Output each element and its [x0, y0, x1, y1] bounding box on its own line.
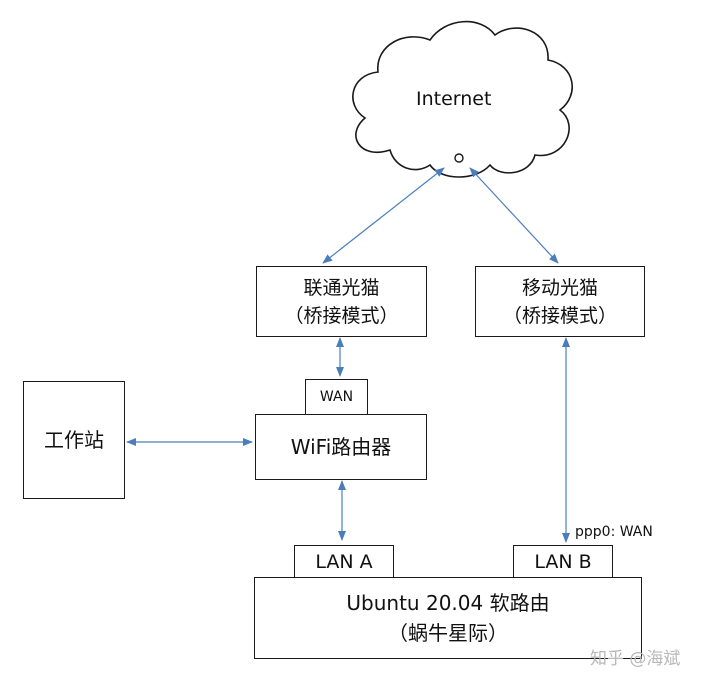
- watermark: 知乎 @海斌: [590, 649, 681, 669]
- lan-a-label: LAN A: [315, 550, 373, 573]
- internet-label: Internet: [416, 88, 492, 110]
- mobile-modem-name: 移动光猫: [521, 276, 598, 299]
- router-wan-port-label: WAN: [319, 389, 354, 405]
- unicom-modem-box: 联通光猫 （桥接模式）: [256, 266, 427, 337]
- arrow-cloud-to-mobile: [469, 167, 559, 264]
- lan-a-port: LAN A: [294, 545, 394, 578]
- workstation-box: 工作站: [23, 381, 125, 499]
- arrow-cloud-to-unicom: [322, 167, 445, 264]
- wifi-router-box: WiFi路由器: [255, 414, 427, 480]
- ppp0-annotation: ppp0: WAN: [575, 524, 653, 540]
- lan-b-port: LAN B: [513, 545, 613, 578]
- soft-router-name: Ubuntu 20.04 软路由: [346, 591, 550, 615]
- unicom-modem-mode: （桥接模式）: [284, 304, 399, 327]
- soft-router-model: （蜗牛星际）: [388, 621, 508, 645]
- workstation-label: 工作站: [44, 428, 104, 452]
- lan-b-label: LAN B: [534, 550, 592, 573]
- unicom-modem-name: 联通光猫: [303, 276, 380, 299]
- router-wan-port: WAN: [305, 379, 368, 415]
- wifi-router-label: WiFi路由器: [290, 435, 392, 459]
- mobile-modem-box: 移动光猫 （桥接模式）: [475, 266, 645, 337]
- mobile-modem-mode: （桥接模式）: [502, 304, 617, 327]
- soft-router-box: Ubuntu 20.04 软路由 （蜗牛星际）: [254, 577, 642, 659]
